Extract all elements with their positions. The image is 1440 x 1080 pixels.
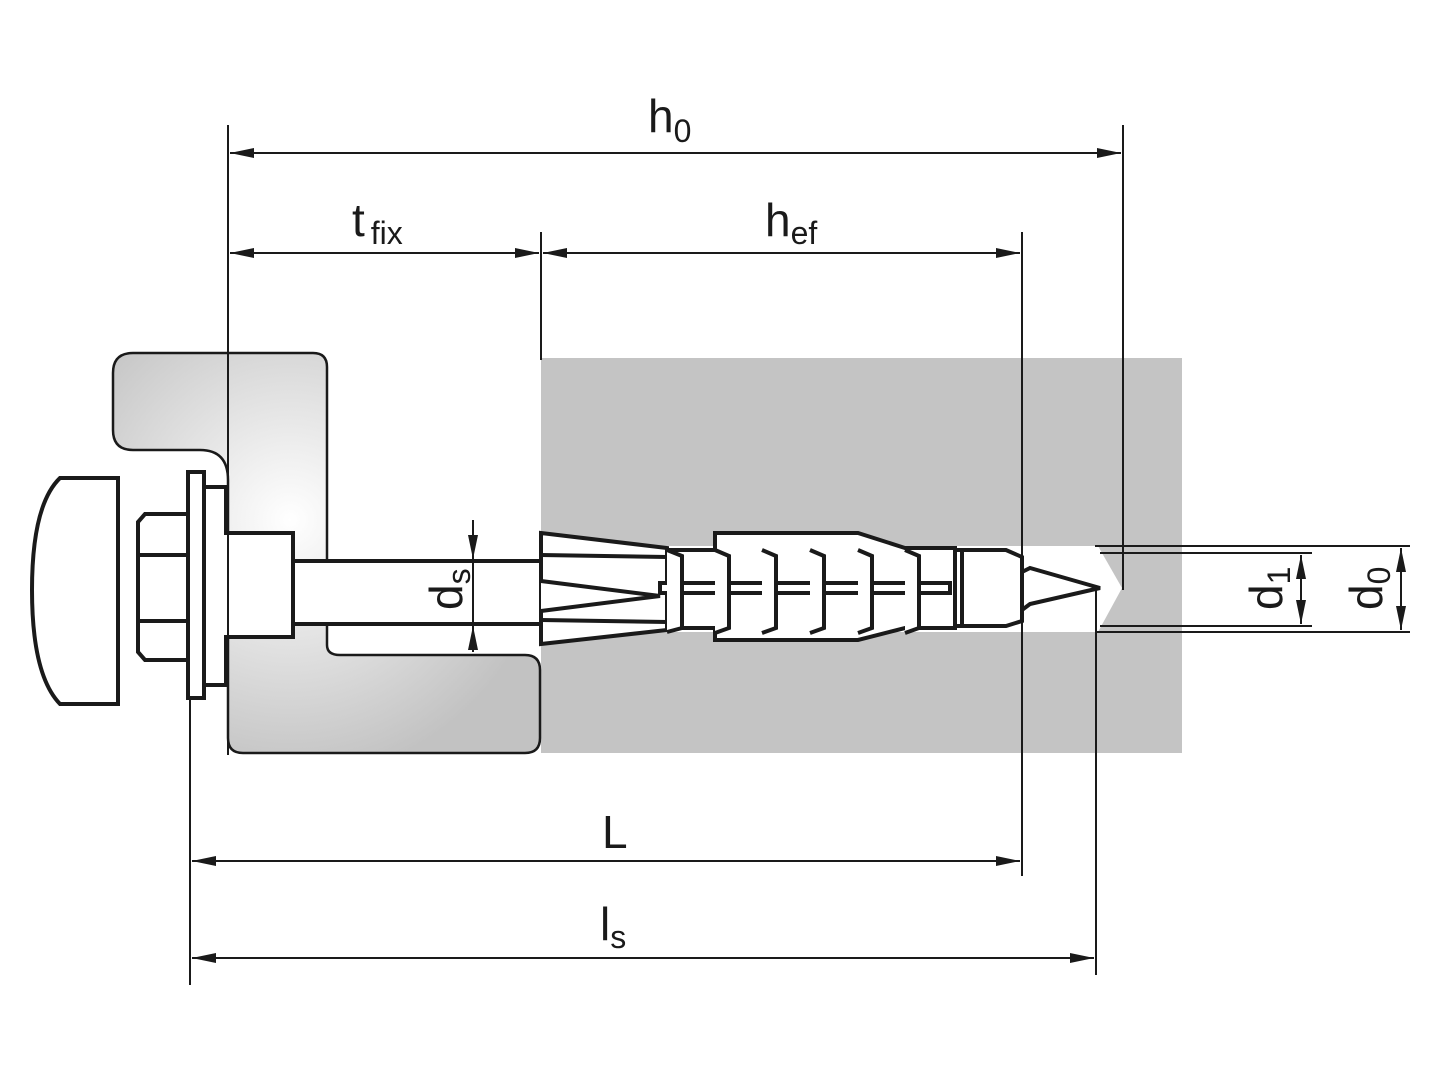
d0-label: d0 <box>1340 567 1397 610</box>
anchor-sleeve <box>539 530 1101 647</box>
hef-label: hef <box>765 194 817 251</box>
ls-label: ls <box>600 898 626 955</box>
h0-label: h0 <box>648 90 691 149</box>
screw-flange <box>202 485 295 687</box>
washer <box>186 470 206 700</box>
fixture-clip <box>111 351 542 755</box>
extension-lines <box>189 125 1410 985</box>
L-label: L <box>602 806 628 858</box>
ds-label: ds <box>420 568 477 610</box>
screw-shaft <box>291 559 543 626</box>
thumb-knob <box>29 476 120 706</box>
d1-label: d1 <box>1240 567 1297 610</box>
hex-nut <box>136 512 192 662</box>
